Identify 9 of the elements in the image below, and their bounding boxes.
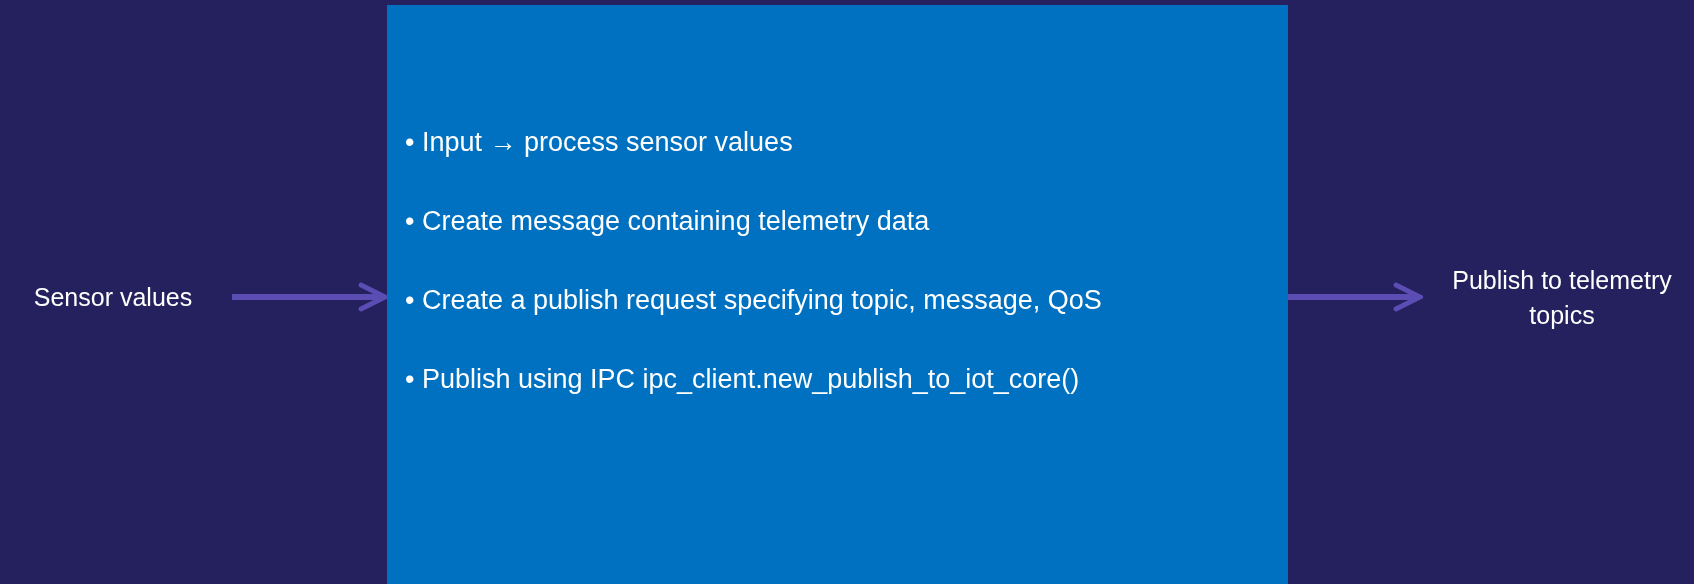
node-label: Publish to telemetry topics (1452, 265, 1672, 331)
arrow (1288, 282, 1423, 312)
node-label: Sensor values (33, 281, 193, 313)
bullet-item: • Publish using IPC ipc_client.new_publish_to_iot_core() (405, 363, 1081, 397)
bullet-item: • Create message containing telemetry data (405, 205, 931, 239)
arrow (232, 282, 388, 312)
process-panel (387, 5, 1288, 584)
bullet-item: • Input → process sensor values (405, 126, 794, 159)
bullet-item: • Create a publish request specifying topic, message, QoS (405, 284, 1103, 318)
